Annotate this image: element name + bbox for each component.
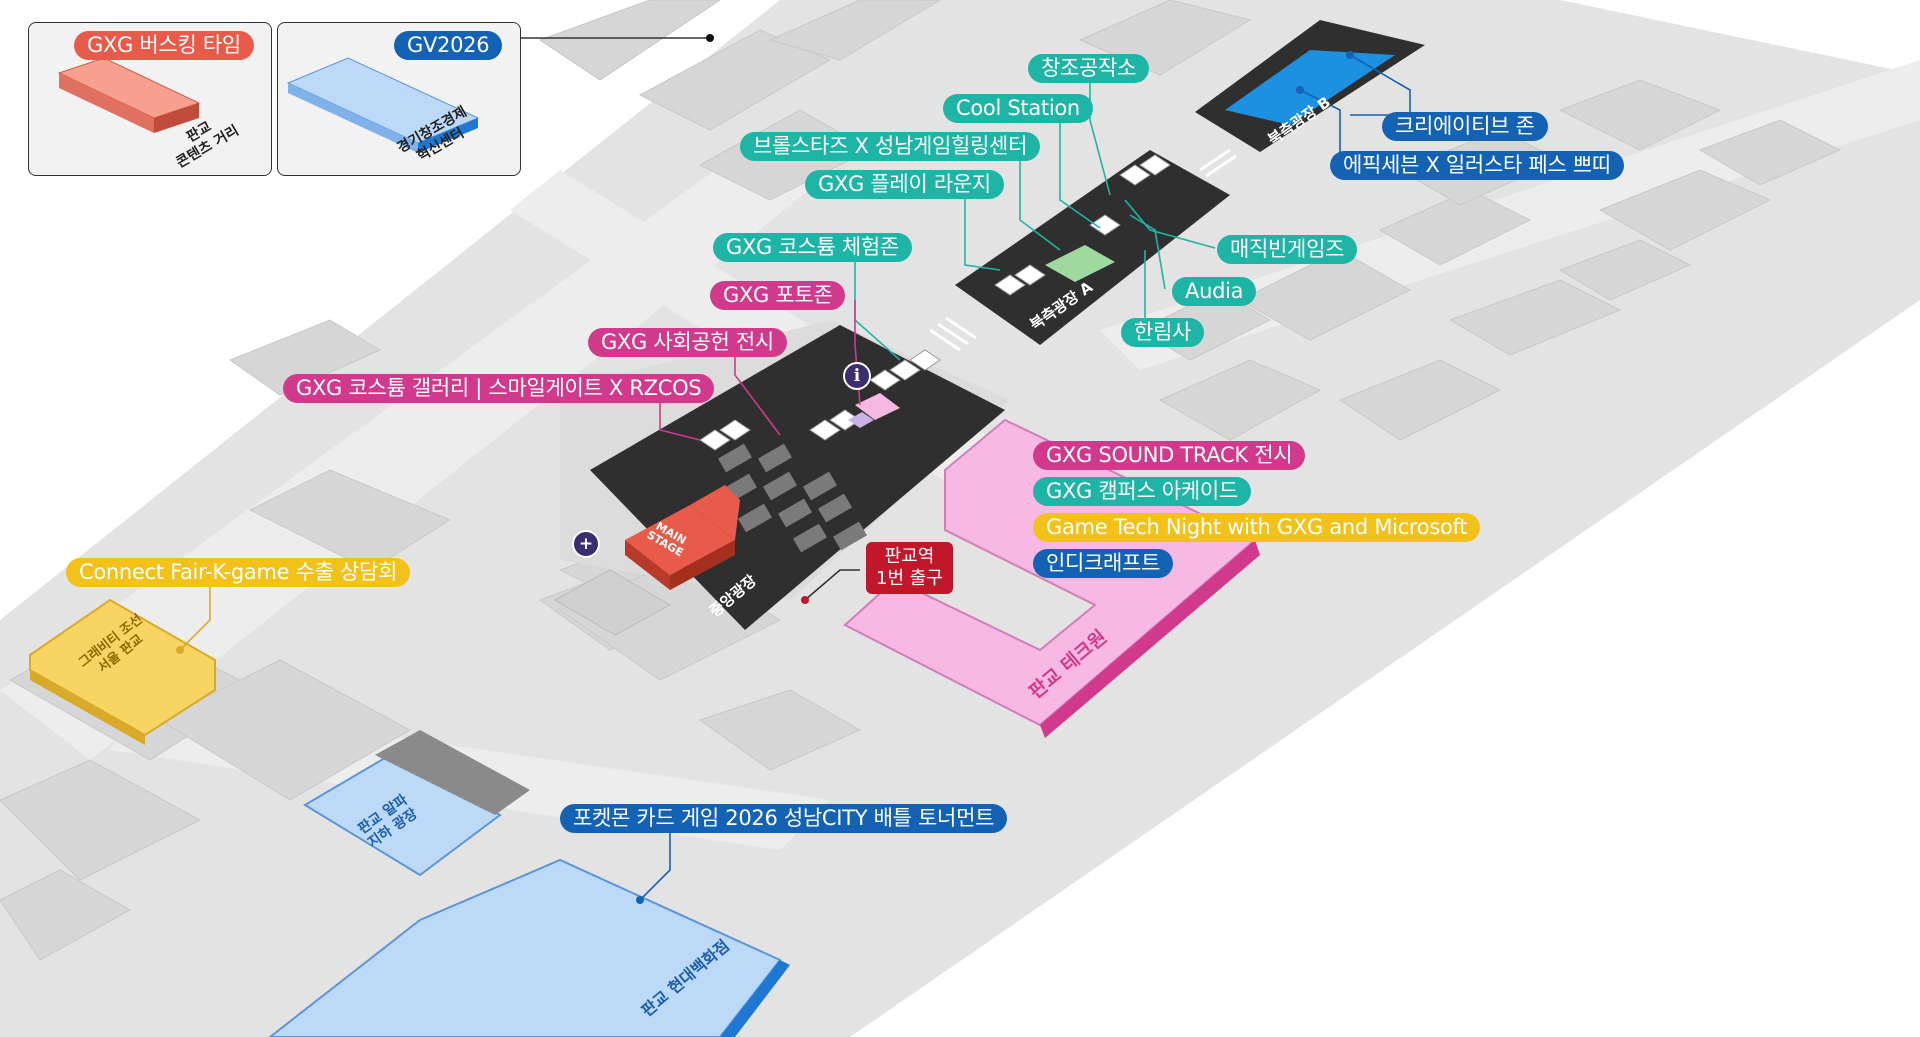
legend-busking: GXG 버스킹 타임 판교 콘텐츠 거리 <box>28 22 272 176</box>
techno-one-edge <box>1040 540 1260 738</box>
info-kiosk <box>855 393 900 420</box>
legend-busking-swatch <box>57 57 201 133</box>
label-brol: 브롤스타즈 X 성남게임힐링센터 <box>740 132 1041 161</box>
info-kiosk-base <box>848 412 874 428</box>
label-costume-gallery: GXG 코스튬 갤러리 | 스마일게이트 X RZCOS <box>283 374 715 403</box>
label-epic-seven: 에픽세븐 X 일러스타 페스 쁘띠 <box>1330 151 1624 180</box>
hyundai-edge <box>720 960 790 1037</box>
legend-gv2026-swatch <box>286 57 480 153</box>
north-plaza-b-blue <box>1225 50 1395 125</box>
legend-gv2026: GV2026 경기창조경제 혁신센터 <box>277 22 521 176</box>
label-social-exhibit: GXG 사회공헌 전시 <box>588 328 787 357</box>
crosswalk <box>929 148 1237 352</box>
station-exit-line2: 1번 출구 <box>876 568 943 589</box>
label-connect-fair: Connect Fair-K-game 수출 상담회 <box>66 558 411 587</box>
label-game-tech-night: Game Tech Night with GXG and Microsoft <box>1033 513 1481 542</box>
label-indiecraft: 인디크래프트 <box>1033 549 1174 578</box>
label-hanrim: 한림사 <box>1121 318 1205 347</box>
legend-gv2026-badge: GV2026 <box>394 31 503 60</box>
hyundai-building <box>268 858 782 1037</box>
north-plaza-a-green <box>1045 245 1115 282</box>
label-magic-bean: 매직빈게임즈 <box>1217 235 1358 264</box>
legend-busking-badge: GXG 버스킹 타임 <box>74 31 254 60</box>
label-pokemon-tournament: 포켓몬 카드 게임 2026 성남CITY 배틀 토너먼트 <box>560 804 1008 833</box>
leader-dots <box>176 34 1354 904</box>
main-stage-side2 <box>670 540 735 590</box>
station-exit-line1: 판교역 <box>884 546 935 567</box>
station-exit-badge: 판교역 1번 출구 <box>866 542 953 594</box>
north-plaza-a <box>955 150 1230 345</box>
alpha-stairs <box>375 730 530 815</box>
label-cool-station: Cool Station <box>943 94 1093 123</box>
main-stage <box>625 505 735 575</box>
label-soundtrack: GXG SOUND TRACK 전시 <box>1033 441 1306 470</box>
info-icon: i <box>843 362 871 390</box>
label-audia: Audia <box>1172 277 1257 306</box>
north-a-booths <box>994 154 1171 296</box>
label-creative-lab: 창조공작소 <box>1028 54 1150 83</box>
plaza-lower-block <box>553 569 672 636</box>
label-campus-arcade: GXG 캠퍼스 아케이드 <box>1033 477 1251 506</box>
alpha-plaza <box>303 753 502 877</box>
label-costume-experience: GXG 코스튬 체험존 <box>713 233 912 262</box>
main-stage-back <box>690 485 740 540</box>
central-booths <box>699 349 941 451</box>
label-creative-zone: 크리에이티브 존 <box>1382 112 1548 141</box>
label-photo-zone: GXG 포토존 <box>710 281 846 310</box>
gravity-edge <box>30 670 145 745</box>
label-play-lounge: GXG 플레이 라운지 <box>805 170 1004 199</box>
main-stage-side <box>625 540 670 590</box>
first-aid-icon: + <box>572 530 600 558</box>
